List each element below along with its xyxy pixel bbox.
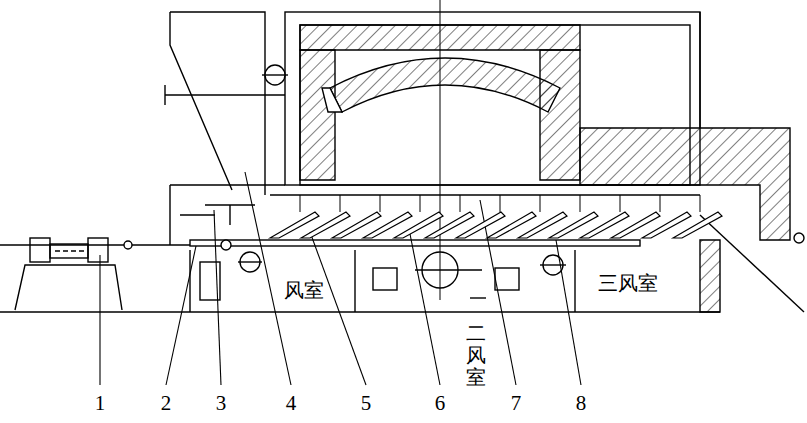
callout-number: 8 [575,393,588,414]
chamber-label: 二风室 [465,322,487,388]
partition [380,195,381,212]
callout-number: 7 [510,393,523,414]
partition [340,195,341,212]
partition [420,195,421,212]
callout-number: 2 [160,393,173,414]
callout-number: 6 [434,393,447,414]
chamber-label: 风室 [283,280,325,300]
callout-number: 1 [94,393,107,414]
partition [660,195,661,212]
grate-bar [673,212,722,238]
partition [620,195,621,212]
callout-number: 3 [215,393,228,414]
partition [700,195,701,212]
partition [300,195,301,212]
callout-number: 4 [285,393,298,414]
partition [460,195,461,212]
partition [500,195,501,212]
partition [580,195,581,212]
chamber-label: 三风室 [597,273,659,293]
callout-number: 5 [360,393,373,414]
partition [540,195,541,212]
